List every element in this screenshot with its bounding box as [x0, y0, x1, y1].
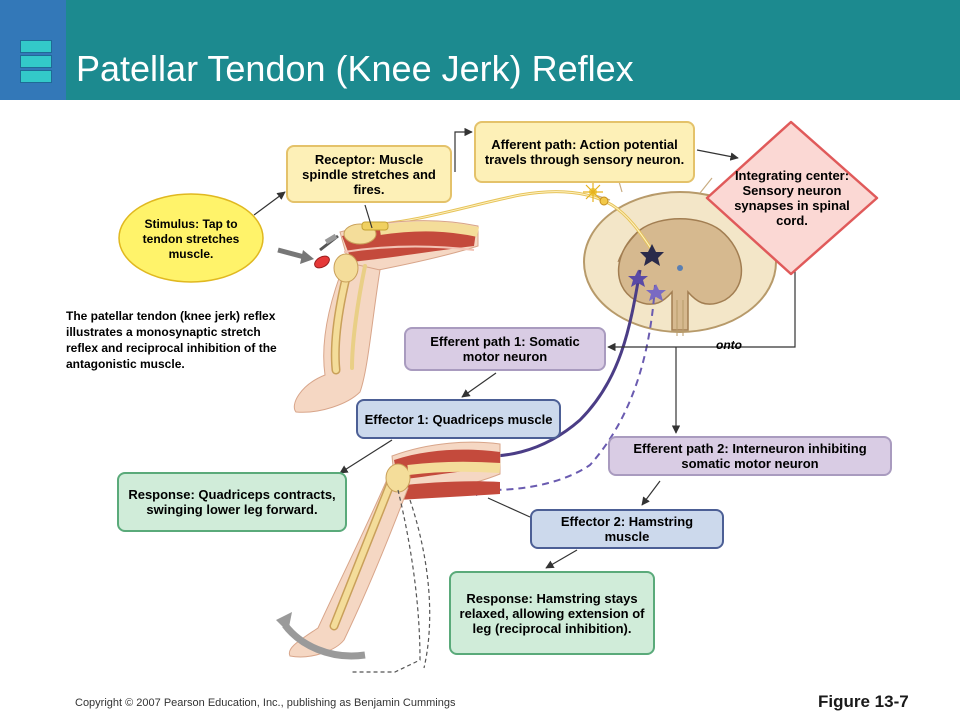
stimulus-arrow	[253, 191, 286, 216]
leg-illustration-bottom	[288, 441, 501, 673]
stimulus-shape	[118, 193, 264, 283]
effector-2-label: Effector 2: Hamstring muscle	[530, 509, 724, 549]
effector-1-label: Effector 1: Quadriceps muscle	[356, 399, 561, 439]
afferent-path-label: Afferent path: Action potential travels …	[474, 121, 695, 183]
header-logo-panel	[0, 0, 66, 100]
leg-illustration-top	[293, 220, 480, 413]
effector2-pointer	[487, 497, 531, 518]
somatic-motor-neuron	[469, 269, 642, 458]
efferent1-arrow	[607, 265, 796, 352]
header-divider	[66, 100, 960, 102]
integrating-center-shape	[705, 120, 879, 276]
sensory-cell-body	[599, 196, 609, 206]
swing-arrow-icon	[282, 622, 366, 660]
onto-label: onto	[716, 338, 742, 352]
inhibited-motor-neuron	[489, 284, 656, 491]
synapse-star-icon	[628, 244, 666, 301]
efferent-path-2-label: Efferent path 2: Interneuron inhibiting …	[608, 436, 892, 476]
effector1-arrow	[461, 372, 497, 398]
effector2-arrow	[641, 480, 661, 506]
slide-title: Patellar Tendon (Knee Jerk) Reflex	[76, 48, 634, 89]
afferent-arrow	[454, 127, 473, 172]
receptor-label: Receptor: Muscle spindle stretches and f…	[286, 145, 452, 203]
slide-header	[0, 0, 960, 100]
response1-arrow	[339, 439, 393, 474]
figure-label: Figure 13-7	[818, 692, 909, 711]
logo-bar-icon	[20, 55, 52, 68]
sensory-ganglion-burst-icon	[583, 182, 603, 202]
receptor-pointer	[364, 204, 373, 229]
efferent-path-1-label: Efferent path 1: Somatic motor neuron	[404, 327, 606, 371]
response-2-label: Response: Hamstring stays relaxed, allow…	[449, 571, 655, 655]
logo-bar-icon	[20, 40, 52, 53]
copyright-notice: Copyright © 2007 Pearson Education, Inc.…	[75, 697, 456, 709]
integrating-arrow	[696, 149, 739, 161]
response-1-label: Response: Quadriceps contracts, swinging…	[117, 472, 347, 532]
logo-bar-icon	[20, 70, 52, 83]
stimulus-label: Stimulus: Tap to tendon stretches muscle…	[142, 216, 240, 261]
integrating-center-label: Integrating center: Sensory neuron synap…	[734, 168, 850, 228]
response2-arrow	[545, 549, 578, 569]
reflex-hammer-icon	[314, 233, 339, 269]
figure-description: The patellar tendon (knee jerk) reflex i…	[66, 309, 277, 371]
